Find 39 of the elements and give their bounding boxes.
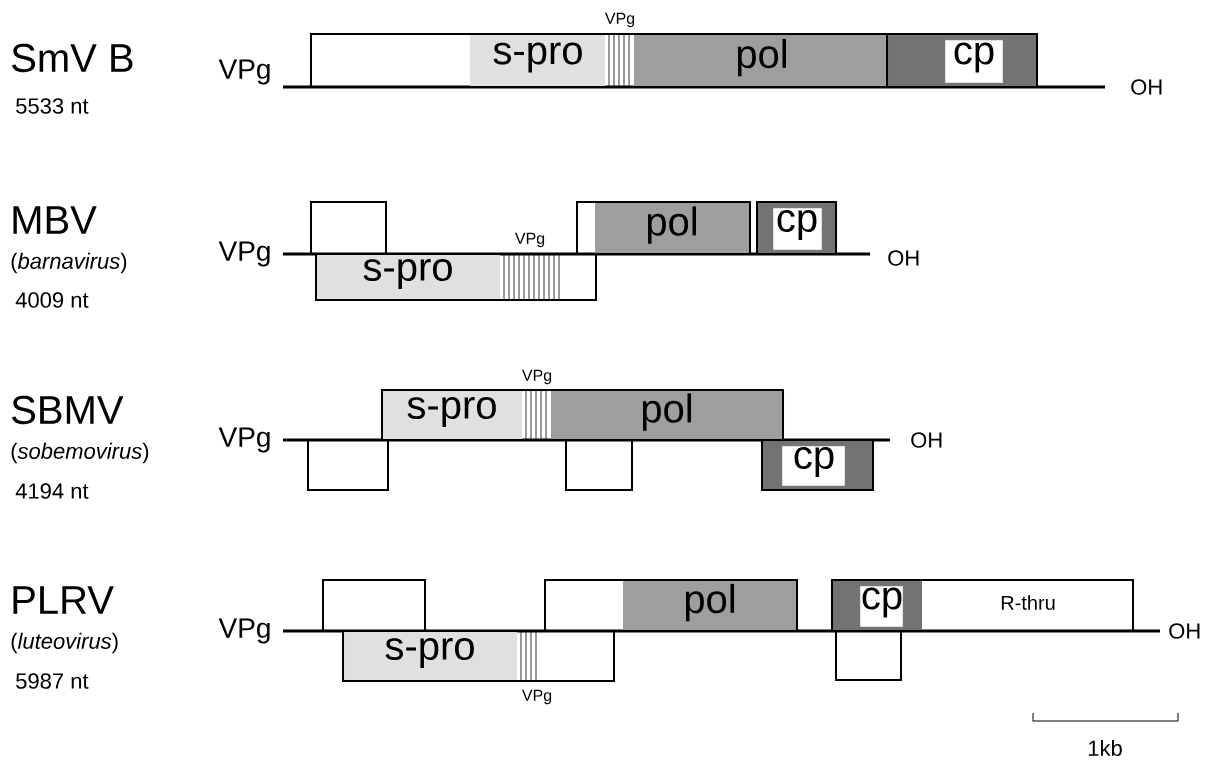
orf-box: cp bbox=[886, 33, 1038, 88]
vpg-label: VPg bbox=[521, 369, 552, 385]
label: 5987 nt bbox=[16, 673, 89, 689]
orf-box: s-pro bbox=[342, 630, 615, 682]
orf-box: s-pro bbox=[315, 253, 597, 301]
orf-box: pol bbox=[544, 579, 798, 632]
vpg-label: VPg bbox=[604, 12, 635, 28]
label: OH bbox=[1169, 623, 1200, 639]
label: VPg bbox=[218, 241, 270, 267]
label: (barnavirus) bbox=[11, 252, 127, 274]
label: 4009 nt bbox=[15, 292, 89, 308]
orf-box: cp R-thru bbox=[831, 579, 1134, 632]
label: VPg bbox=[218, 59, 270, 85]
label: 5533 nt bbox=[16, 98, 89, 114]
vpg-label: VPg bbox=[521, 689, 552, 705]
label: PLRV bbox=[13, 586, 114, 614]
label: (luteovirus) bbox=[11, 632, 118, 654]
label: 4194 nt bbox=[15, 483, 89, 499]
label: (sobemovirus) bbox=[11, 442, 149, 464]
orf-box: pol bbox=[576, 201, 751, 255]
orf-box: cp bbox=[756, 201, 837, 255]
orf-box bbox=[322, 579, 426, 632]
orf-box: cp bbox=[761, 439, 874, 491]
orf-box bbox=[565, 439, 633, 491]
orf-box bbox=[835, 630, 902, 681]
label: OH bbox=[888, 250, 919, 266]
label: VPg bbox=[218, 427, 270, 453]
label: VPg bbox=[218, 618, 270, 644]
label: SBMV bbox=[12, 395, 124, 425]
orf-box bbox=[310, 201, 387, 255]
orf-box bbox=[307, 439, 389, 491]
label: OH bbox=[911, 432, 942, 448]
orf-box: s-pro pol bbox=[310, 33, 890, 88]
label: MBV bbox=[13, 206, 97, 234]
label: 1kb bbox=[1088, 739, 1122, 757]
vpg-label: VPg bbox=[514, 232, 545, 248]
label: SmV B bbox=[12, 43, 133, 73]
orf-box: s-pro pol bbox=[381, 389, 784, 441]
label: OH bbox=[1131, 79, 1162, 95]
